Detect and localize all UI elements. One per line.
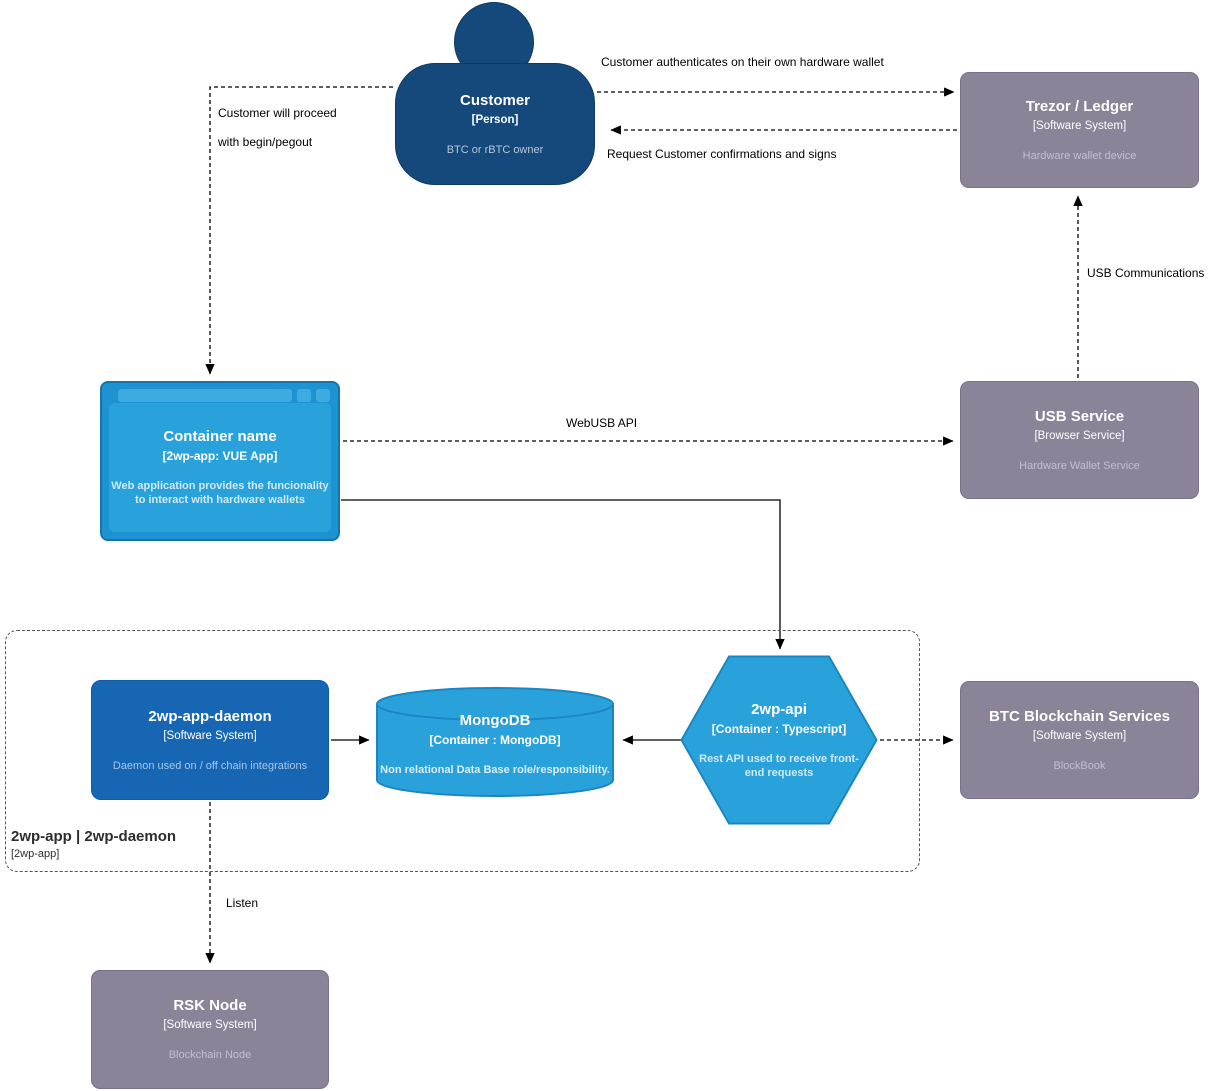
mongodb-title: MongoDB (459, 712, 531, 729)
mongodb-desc: Non relational Data Base role/responsibi… (380, 764, 610, 776)
browser-button-1 (278, 389, 292, 402)
usb-service-type: [Browser Service] (1034, 429, 1125, 442)
api-desc: Rest API used to receive front-end reque… (699, 753, 859, 779)
daemon-title: 2wp-app-daemon (148, 707, 272, 725)
customer-type: [Person] (471, 113, 519, 126)
label-confirm: Request Customer confirmations and signs (607, 147, 837, 161)
usb-service-desc: Hardware Wallet Service (1019, 459, 1140, 472)
api-type: [Container : Typescript] (711, 722, 847, 736)
usb-service-title: USB Service (1034, 407, 1125, 425)
label-usb-comm: USB Communications (1087, 266, 1205, 280)
api-node[interactable]: 2wp-api [Container : Typescript] Rest AP… (680, 655, 878, 825)
cylinder-shape (376, 687, 614, 797)
daemon-node[interactable]: 2wp-app-daemon [Software System] Daemon … (91, 680, 329, 800)
daemon-type: [Software System] (163, 729, 257, 742)
customer-title: Customer (459, 91, 530, 109)
browser-button-3 (316, 389, 330, 402)
webapp-desc: Web application provides the funcionalit… (111, 480, 329, 506)
customer-desc: BTC or rBTC owner (446, 143, 544, 156)
rsk-node[interactable]: RSK Node [Software System] Blockchain No… (91, 970, 329, 1089)
hexagon-shape (680, 655, 878, 825)
webapp-title: Container name (163, 428, 277, 445)
trezor-ledger-node[interactable]: Trezor / Ledger [Software System] Hardwa… (960, 72, 1199, 188)
label-listen: Listen (226, 896, 259, 910)
btc-services-node[interactable]: BTC Blockchain Services [Software System… (960, 681, 1199, 799)
label-auth: Customer authenticates on their own hard… (601, 55, 884, 69)
api-title: 2wp-api (751, 701, 807, 718)
webapp-type: [2wp-app: VUE App] (162, 449, 278, 463)
browser-button-2 (297, 389, 311, 402)
btc-type: [Software System] (1032, 729, 1127, 742)
webapp-node[interactable]: Container name [2wp-app: VUE App] Web ap… (100, 381, 340, 541)
mongodb-node[interactable]: MongoDB [Container : MongoDB] Non relati… (375, 686, 615, 798)
customer-node[interactable]: Customer [Person] BTC or rBTC owner (395, 63, 595, 185)
daemon-desc: Daemon used on / off chain integrations (112, 759, 308, 772)
edge-customer-to-webapp (205, 86, 393, 375)
mongodb-type: [Container : MongoDB] (429, 733, 561, 747)
boundary-subtitle: [2wp-app] (11, 848, 60, 860)
trezor-desc: Hardware wallet device (1022, 149, 1137, 162)
label-proceed-2: with begin/pegout (218, 135, 313, 149)
label-webusb: WebUSB API (566, 416, 638, 430)
label-proceed-1: Customer will proceed (218, 106, 337, 120)
rsk-type: [Software System] (163, 1019, 257, 1031)
boundary-title: 2wp-app | 2wp-daemon (11, 828, 177, 845)
rsk-title: RSK Node (173, 997, 247, 1014)
btc-desc: BlockBook (1053, 759, 1106, 772)
usb-service-node[interactable]: USB Service [Browser Service] Hardware W… (960, 381, 1199, 499)
browser-addressbar (118, 389, 282, 402)
btc-title: BTC Blockchain Services (989, 707, 1170, 725)
trezor-title: Trezor / Ledger (1025, 97, 1134, 115)
trezor-type: [Software System] (1032, 119, 1127, 132)
edge-webapp-to-api (341, 499, 785, 650)
rsk-desc: Blockchain Node (168, 1049, 252, 1061)
boundary-2wp-app[interactable] (5, 630, 920, 872)
